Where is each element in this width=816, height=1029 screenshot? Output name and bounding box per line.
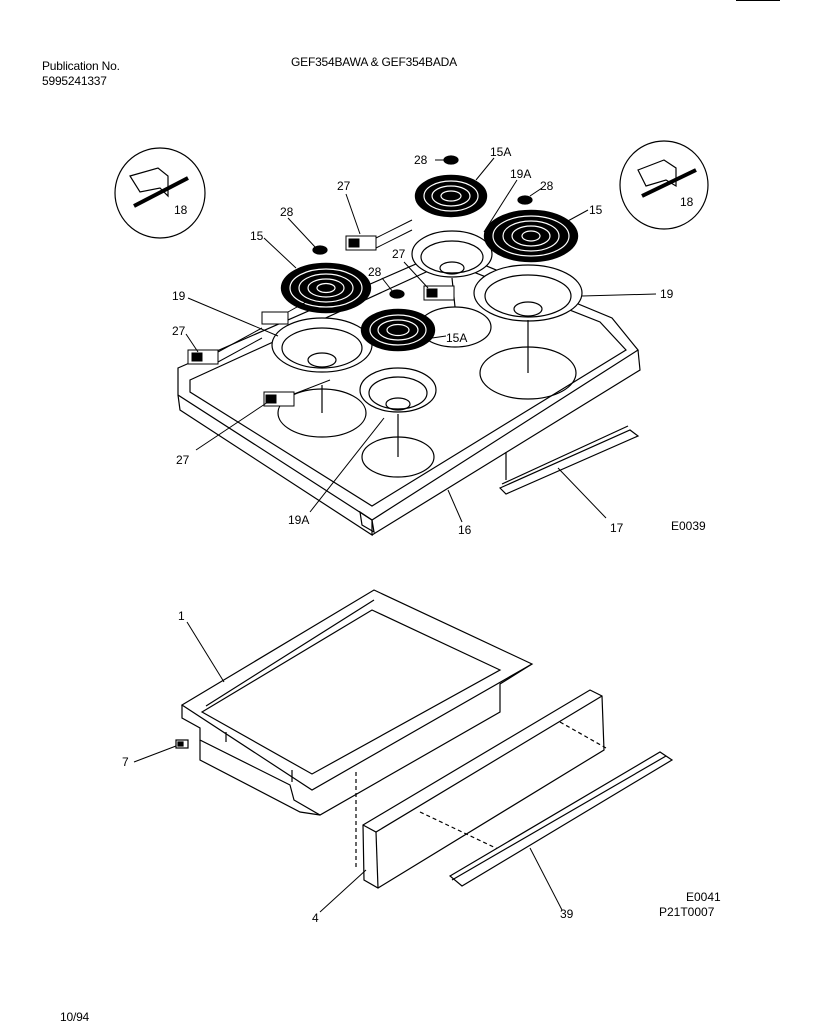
spacer-28 (443, 155, 459, 165)
surface-element-15a-front (360, 308, 436, 352)
cooktop-assembly (177, 155, 641, 537)
figure-code-bottom: E0041 (686, 890, 721, 904)
revision-date: 10/94 (60, 1010, 90, 1024)
drip-bowl-19-right (473, 264, 583, 373)
drawer-front-4 (362, 689, 605, 889)
label-19: 19 (660, 287, 674, 301)
spacer-28 (312, 245, 328, 255)
surface-element-15-left (280, 262, 372, 314)
leader-lines-top (185, 157, 657, 523)
label-28: 28 (280, 205, 294, 219)
leader-lines-bottom (133, 621, 563, 913)
label-28: 28 (414, 153, 428, 167)
spacer-28 (517, 195, 533, 205)
figure-code-top: E0039 (671, 519, 706, 533)
drawer-trim-39 (448, 751, 674, 887)
label-19a: 19A (288, 513, 309, 527)
label-27: 27 (392, 247, 406, 261)
label-15: 15 (589, 203, 603, 217)
spacer-28 (389, 289, 405, 299)
label-19a: 19A (510, 167, 531, 181)
label-17: 17 (610, 521, 624, 535)
label-15: 15 (250, 229, 264, 243)
drip-bowl-19a-back (411, 230, 493, 308)
publication-number: 5995241337 (42, 74, 107, 88)
label-28: 28 (368, 265, 382, 279)
trim-strip-17 (498, 429, 640, 495)
header-rule (736, 0, 780, 1)
label-16: 16 (458, 523, 472, 537)
hinge-detail-left (114, 147, 206, 239)
label-27: 27 (176, 453, 190, 467)
surface-element-15a-back (414, 174, 488, 218)
label-39: 39 (560, 907, 574, 921)
part-labels: 28 15A 19A 28 15 27 28 15 27 28 19 19 27… (122, 145, 721, 925)
label-27: 27 (337, 179, 351, 193)
drawer-assembly (175, 589, 674, 889)
label-19: 19 (172, 289, 186, 303)
label-27: 27 (172, 324, 186, 338)
label-18: 18 (174, 203, 188, 217)
receptacle-27 (187, 219, 455, 407)
drip-bowl-19-left (271, 317, 373, 413)
page-code: P21T0007 (659, 905, 715, 919)
label-4: 4 (312, 911, 319, 925)
surface-element-15-right (483, 209, 579, 263)
model-numbers: GEF354BAWA & GEF354BADA (291, 55, 457, 69)
label-28: 28 (540, 179, 554, 193)
label-7: 7 (122, 755, 129, 769)
label-15a: 15A (490, 145, 511, 159)
hinge-detail-right (619, 140, 709, 230)
publication-label: Publication No. (42, 59, 120, 73)
label-15a: 15A (446, 331, 467, 345)
label-18: 18 (680, 195, 694, 209)
drip-bowl-19a-front (359, 367, 437, 457)
label-1: 1 (178, 609, 185, 623)
